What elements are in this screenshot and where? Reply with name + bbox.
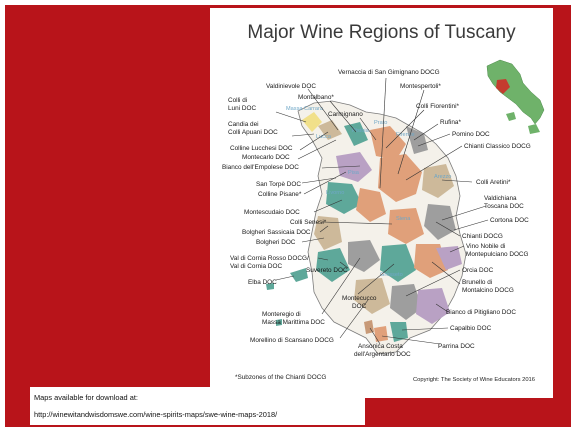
label-brunello-1: Brunello di	[462, 279, 492, 286]
region-colline-lucchesi	[318, 120, 342, 140]
label-pomino: Pomino DOC	[452, 131, 490, 138]
label-candia-1: Candia dei	[228, 121, 259, 128]
region-elba	[290, 268, 308, 282]
region-val-di-cornia	[316, 248, 350, 282]
province-lucca: Lucca	[316, 134, 332, 140]
province-massa-carrara: Massa Carrara	[286, 106, 324, 112]
label-capalbio: Capalbio DOC	[450, 325, 492, 332]
label-val-di-cornia-2: Val di Cornia DOC	[230, 263, 282, 270]
map-panel: Massa Carrara Lucca Pistoia Firenze Prat…	[210, 8, 553, 398]
label-san-torpe: San Torpè DOC	[256, 181, 301, 188]
region-vino-nobile	[436, 246, 462, 270]
label-orcia: Orcia DOC	[462, 267, 494, 274]
region-montecucco	[380, 244, 416, 282]
region-capalbio	[390, 322, 408, 342]
download-note-box: Maps available for download at: http://w…	[30, 387, 365, 425]
region-valdichiana	[424, 204, 456, 240]
region-rufina	[406, 126, 428, 154]
island-pianosa	[276, 319, 282, 326]
label-monteregio-1: Monteregio di	[262, 311, 301, 318]
region-chianti-classico	[378, 154, 422, 202]
wine-regions	[266, 112, 462, 342]
label-rufina: Rufina*	[440, 119, 461, 126]
subzones-footnote: *Subzones of the Chianti DOCG	[235, 374, 327, 381]
region-colline-pisane	[336, 152, 372, 182]
region-orcia	[390, 284, 422, 320]
label-vino-nobile-1: Vino Nobile di	[466, 243, 505, 250]
label-colline-lucchesi: Colline Lucchesi DOC	[230, 145, 293, 152]
label-parrina: Parrina DOC	[438, 343, 475, 350]
label-colli-aretini: Colli Aretini*	[476, 179, 511, 186]
region-bianco-di-pitigliano	[416, 288, 450, 324]
label-montescudaio: Montescudaio DOC	[244, 209, 300, 216]
province-firenze: Firenze	[396, 132, 415, 138]
label-val-di-cornia-1: Val di Cornia Rosso DOCG/	[230, 255, 309, 262]
region-montescudaio	[326, 182, 362, 214]
label-ansonica-1: Ansonica Costa	[358, 343, 403, 350]
label-bianco-empolese: Bianco dell'Empolese DOC	[222, 164, 299, 171]
label-montecarlo: Montecarlo DOC	[242, 154, 290, 161]
region-bolgheri	[314, 216, 342, 250]
label-valdichiana-1: Valdichiana	[484, 195, 517, 202]
label-colli-di-luni-1: Colli di	[228, 97, 247, 104]
label-montespertoli: Montespertoli*	[400, 83, 441, 90]
label-bianco-di-pitigliano: Bianco di Pitigliano DOC	[446, 309, 516, 316]
label-colline-pisane: Colline Pisane*	[258, 191, 302, 198]
label-candia-2: Colli Apuani DOC	[228, 129, 278, 136]
label-morellino: Morellino di Scansano DOCG	[250, 337, 334, 344]
province-grosseto: Grosseto	[380, 272, 403, 278]
province-labels: Massa Carrara Lucca Pistoia Firenze Prat…	[286, 106, 451, 278]
label-montalbano: Montalbano*	[298, 94, 334, 101]
region-colli-fiorentini	[370, 126, 406, 160]
region-morellino	[354, 278, 390, 314]
region-colli-aretini	[422, 164, 454, 198]
province-livorno: Livorno	[326, 190, 344, 196]
label-vino-nobile-2: Montepulciano DOCG	[466, 251, 529, 258]
label-montecucco-2: DOC	[352, 303, 367, 310]
region-parrina	[374, 326, 388, 342]
province-arezzo: Arezzo	[434, 174, 451, 180]
label-bolgheri: Bolgheri DOC	[256, 239, 296, 246]
province-prato: Prato	[374, 120, 387, 126]
label-valdichiana-2: Toscana DOC	[484, 203, 524, 210]
label-carmignano: Carmignano	[328, 111, 363, 118]
italy-inset-map	[486, 59, 545, 134]
download-link[interactable]: http://winewitandwisdomswe.com/wine-spir…	[34, 410, 278, 419]
region-colli-di-luni	[302, 112, 322, 132]
label-monteregio-2: Massa Marittima DOC	[262, 319, 325, 326]
region-vernaccia	[356, 188, 386, 222]
label-chianti-classico: Chianti Classico DOCG	[464, 143, 531, 150]
label-colli-fiorentini: Colli Fiorentini*	[416, 103, 459, 110]
download-note-text: Maps available for download at:	[34, 393, 138, 402]
province-pistoia: Pistoia	[352, 128, 370, 134]
label-colli-senesi: Colli Senesi*	[290, 219, 327, 226]
region-colli-senesi	[388, 208, 424, 244]
label-brunello-2: Montalcino DOCG	[462, 287, 514, 294]
island-capraia	[266, 283, 274, 290]
label-chianti: Chianti DOCG	[462, 233, 503, 240]
province-pisa: Pisa	[348, 170, 360, 176]
label-elba: Elba DOC	[248, 279, 277, 286]
label-suvereto: Suvereto DOC	[306, 267, 348, 274]
region-labels: Vernaccia di San Gimignano DOCG Montespe…	[222, 69, 531, 358]
copyright-text: Copyright: The Society of Wine Educators…	[412, 377, 535, 383]
label-colli-di-luni-2: Luni DOC	[228, 105, 256, 112]
label-cortona: Cortona DOC	[490, 217, 529, 224]
region-montalbano	[344, 122, 368, 146]
label-vernaccia: Vernaccia di San Gimignano DOCG	[338, 69, 440, 76]
label-bolgheri-sassicaia: Bolgheri Sassicaia DOC	[242, 229, 311, 236]
label-montecucco-1: Montecucco	[342, 295, 377, 302]
province-siena: Siena	[396, 216, 411, 222]
map-title: Major Wine Regions of Tuscany	[247, 22, 516, 43]
label-ansonica-2: dell'Argentario DOC	[354, 351, 411, 358]
leader-lines	[275, 77, 489, 345]
label-valdinievole: Valdinievole DOC	[266, 83, 316, 90]
tuscany-map: Massa Carrara Lucca Pistoia Firenze Prat…	[222, 59, 545, 358]
